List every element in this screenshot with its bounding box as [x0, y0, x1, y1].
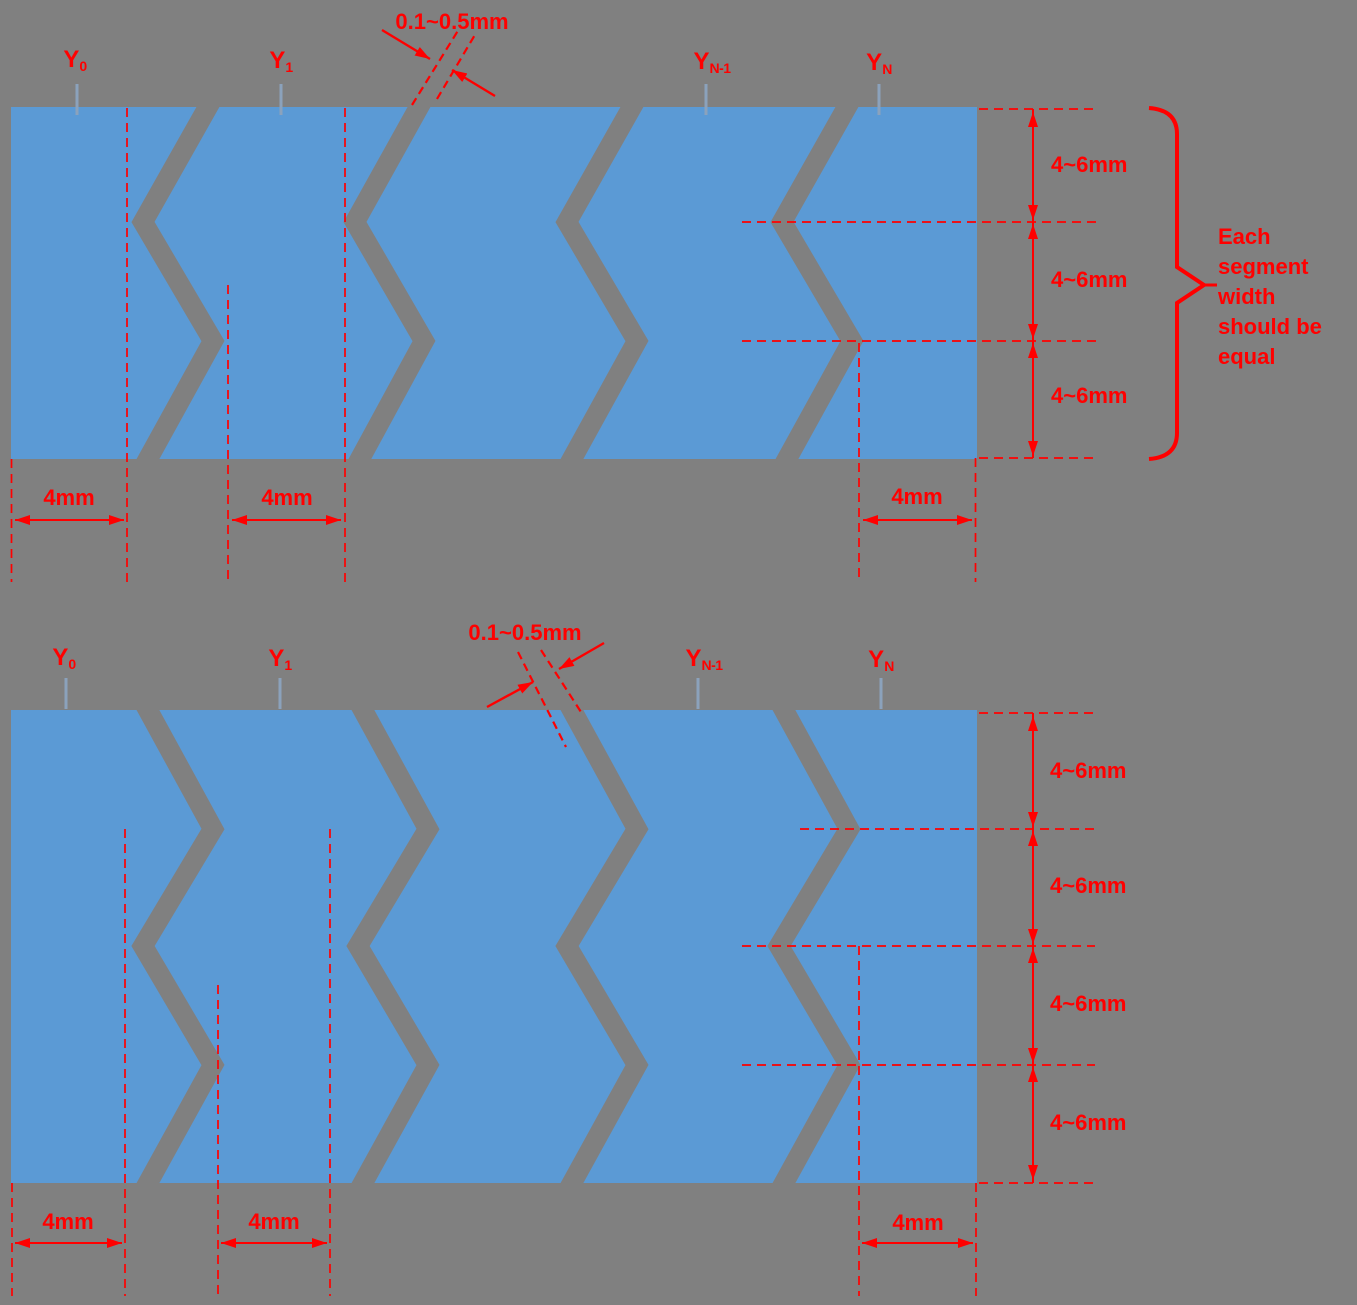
- top-dimension-annotations: [10, 28, 1217, 582]
- bottom-extension-lines: [11, 712, 1098, 1296]
- y0-label-top: Y0: [63, 46, 87, 74]
- zigzag-cut: [346, 710, 440, 1183]
- y-label-main: Y: [866, 49, 883, 76]
- bottom-electrode-strip: [11, 678, 977, 1183]
- offset-dimension-label: 4mm: [261, 485, 313, 510]
- gap-dimension-label-top: 0.1~0.5mm: [395, 9, 509, 34]
- y-label-sub: 0: [79, 58, 87, 74]
- segment-dimension-label: 4~6mm: [1050, 1110, 1127, 1135]
- y-label-sub: 1: [284, 657, 292, 673]
- y-label-main: Y: [268, 645, 285, 672]
- segment-dimension-label: 4~6mm: [1050, 991, 1127, 1016]
- note-line: segment: [1218, 254, 1309, 279]
- segment-dimension-label: 4~6mm: [1051, 267, 1128, 292]
- y-label-sub: N: [882, 61, 892, 77]
- y0-label-bottom: Y0: [52, 644, 76, 672]
- y-label-main: Y: [868, 646, 885, 673]
- y-label-main: Y: [63, 46, 80, 73]
- zigzag-cut: [555, 710, 649, 1183]
- offset-dimension-label: 4mm: [42, 1209, 94, 1234]
- zigzag-cut: [343, 107, 436, 459]
- zigzag-cut: [131, 107, 225, 459]
- yn-label-top: YN: [866, 49, 892, 77]
- offset-dimension-label: 4mm: [892, 1210, 944, 1235]
- y1-label-bottom: Y1: [268, 645, 292, 673]
- yn1-label-top: YN-1: [693, 48, 731, 76]
- note-line: should be: [1218, 314, 1322, 339]
- y-label-sub: N-1: [701, 657, 723, 673]
- zigzag-cut: [770, 107, 864, 459]
- bottom-gap-annotation: [486, 641, 605, 748]
- y-label-sub: 1: [285, 59, 293, 75]
- note-line: equal: [1218, 344, 1276, 369]
- y-label-sub: N-1: [709, 60, 731, 76]
- segment-dimension-label: 4~6mm: [1050, 873, 1127, 898]
- y-label-main: Y: [52, 644, 69, 671]
- bottom-position-ticks: [64, 678, 883, 709]
- note-line: Each: [1218, 224, 1271, 249]
- offset-dimension-label: 4mm: [891, 484, 943, 509]
- y-label-sub: 0: [68, 656, 76, 672]
- zigzag-cut: [555, 107, 649, 459]
- y1-label-top: Y1: [269, 47, 293, 75]
- top-electrode-strip: [11, 84, 977, 459]
- zigzag-cut: [131, 710, 225, 1183]
- top-position-ticks: [75, 84, 881, 115]
- gap-dimension-label-bottom: 0.1~0.5mm: [468, 620, 582, 645]
- y-label-main: Y: [269, 47, 286, 74]
- y-label-main: Y: [685, 645, 702, 672]
- bottom-dimension-annotations: [11, 641, 1098, 1296]
- top-zigzag-cuts: [131, 107, 864, 459]
- segment-dimension-label: 4~6mm: [1050, 758, 1127, 783]
- y-label-sub: N: [884, 658, 894, 674]
- note-line: width: [1218, 284, 1276, 309]
- equal-width-brace: [1148, 106, 1217, 461]
- top-extension-lines: [10, 108, 1098, 582]
- segment-dimension-label: 4~6mm: [1051, 152, 1128, 177]
- offset-dimension-label: 4mm: [248, 1209, 300, 1234]
- top-strip-body: [11, 107, 977, 459]
- offset-dimension-label: 4mm: [43, 485, 95, 510]
- segment-dimension-label: 4~6mm: [1051, 383, 1128, 408]
- yn-label-bottom: YN: [868, 646, 894, 674]
- equal-width-note: Each segment width should be equal: [1218, 222, 1322, 372]
- top-gap-annotation: [381, 28, 496, 106]
- y-label-main: Y: [693, 48, 710, 75]
- yn1-label-bottom: YN-1: [685, 645, 723, 673]
